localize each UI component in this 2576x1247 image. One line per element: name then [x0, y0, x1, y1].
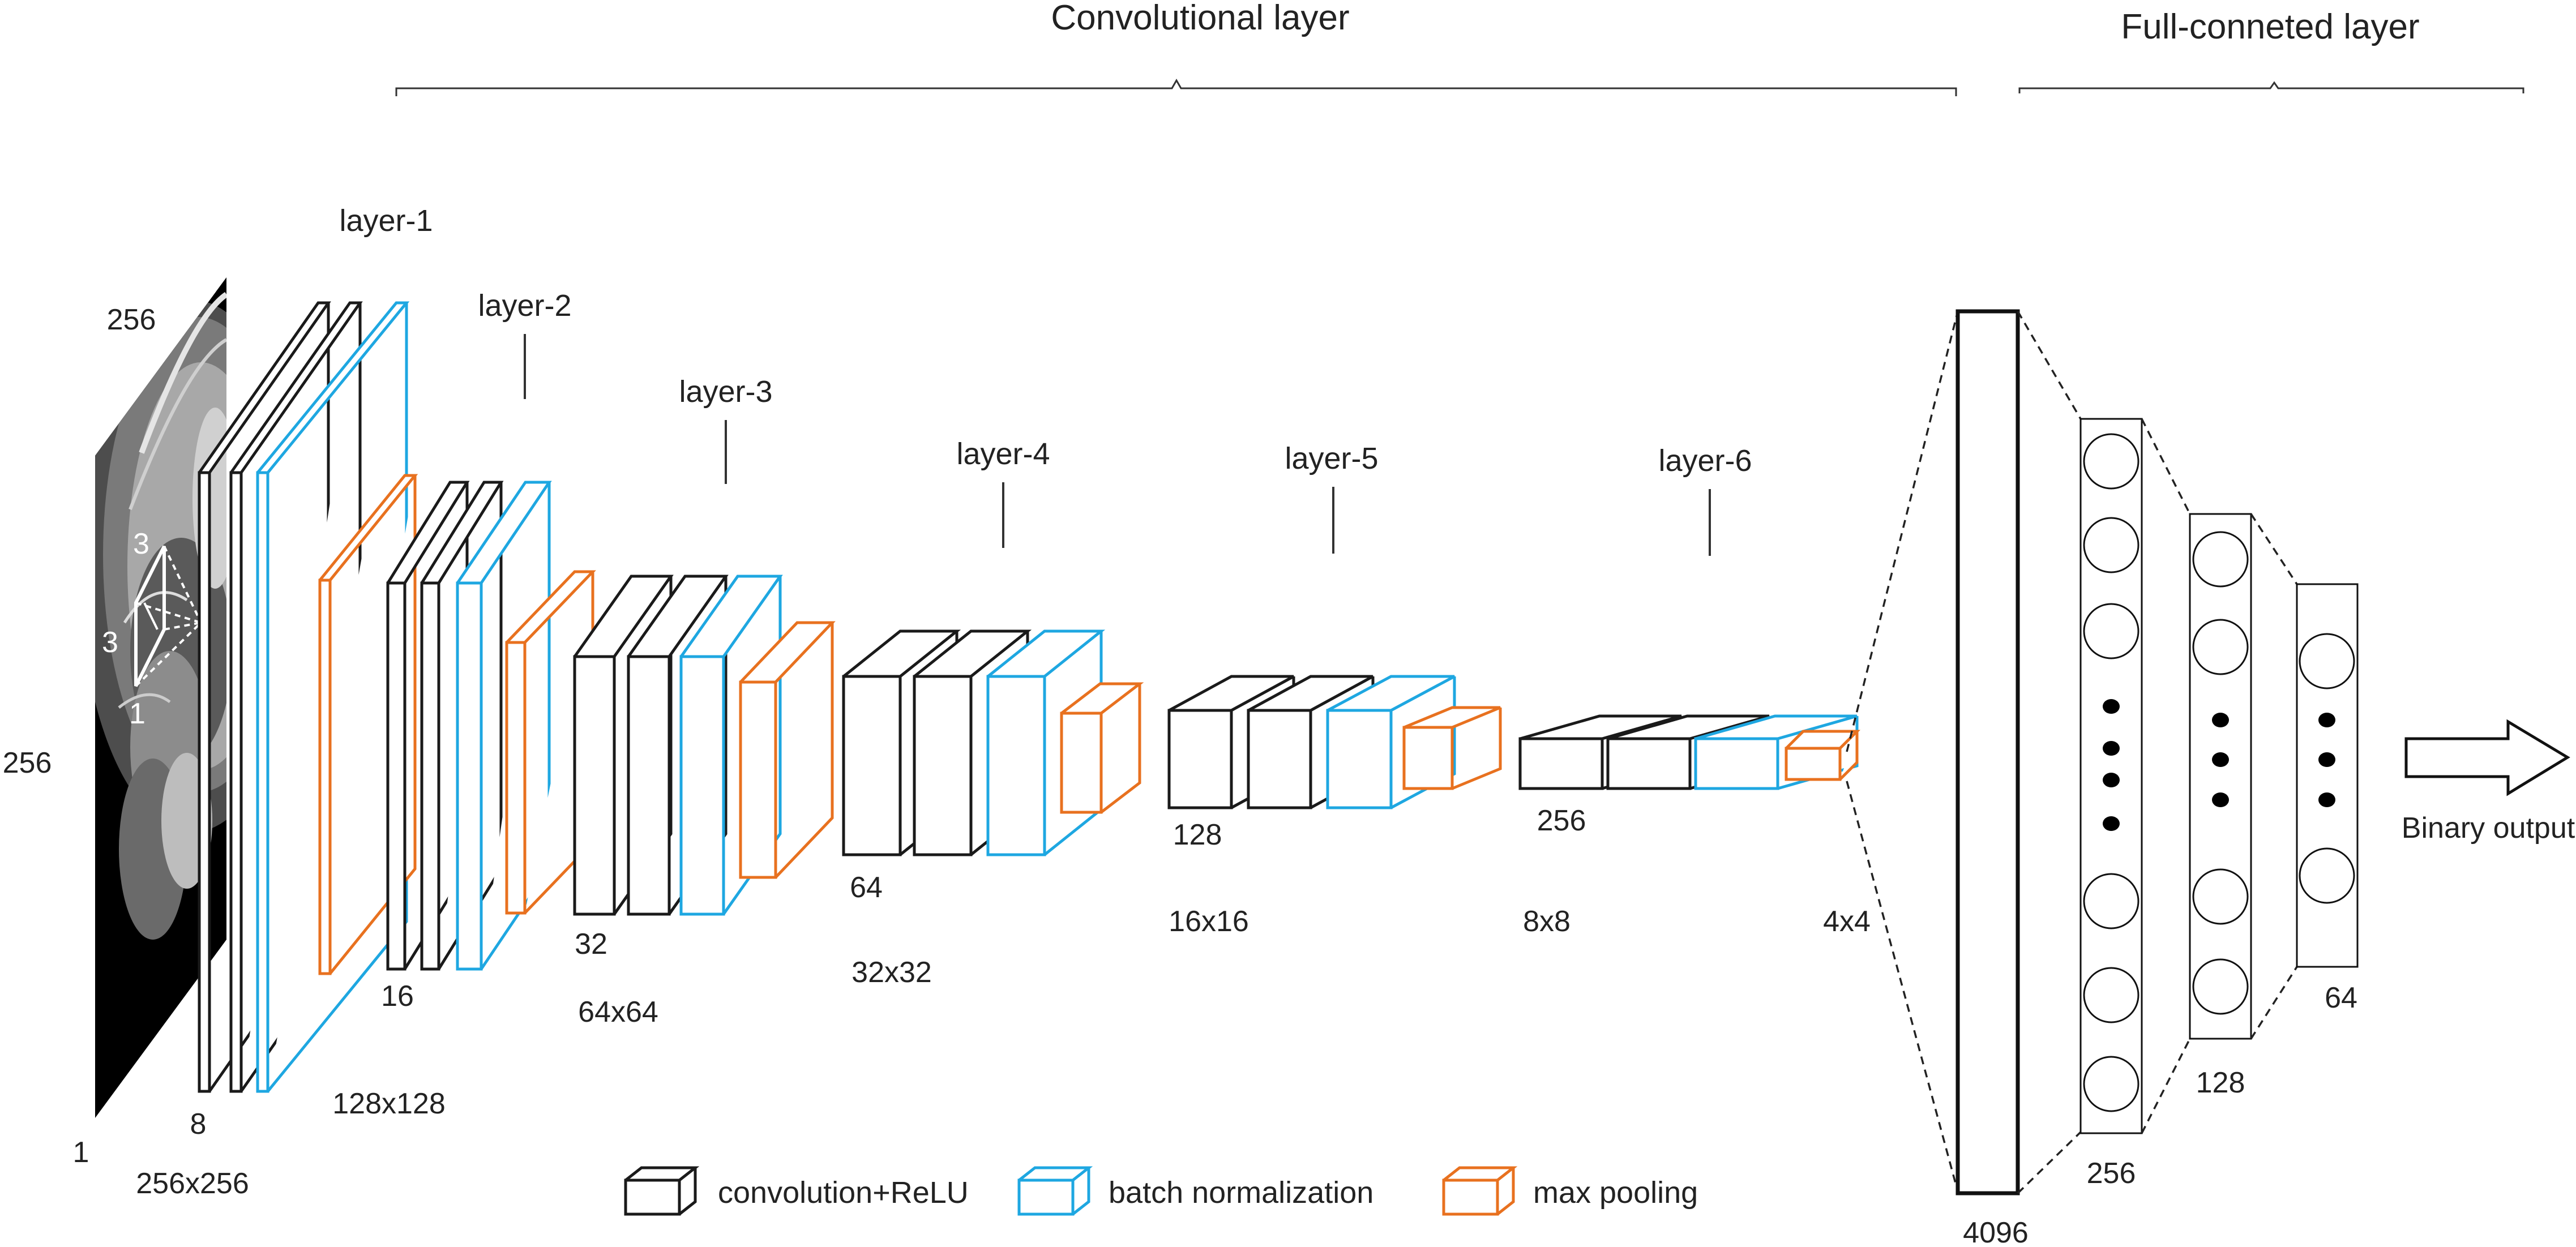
- pool-block: [1402, 706, 1502, 790]
- size-labels: 128x128 64x64 32x32 16x16 8x8 4x4: [332, 905, 1871, 1120]
- conv-brace: [395, 78, 1957, 96]
- layer-4-label: layer-4: [956, 437, 1050, 471]
- neuron: [2192, 619, 2249, 675]
- neuron: [2083, 1056, 2139, 1112]
- legend-bn-cube-icon: [1017, 1166, 1093, 1216]
- legend-icons: [624, 1166, 1518, 1216]
- layer-3-label: layer-3: [679, 375, 772, 409]
- input-size-label: 256x256: [136, 1167, 249, 1200]
- fc-heading: Full-conneted layer: [2121, 7, 2419, 46]
- fc-128-label: 128: [2196, 1066, 2245, 1099]
- neuron: [2299, 633, 2355, 689]
- neuron: [2192, 531, 2249, 588]
- channel-labels: 8 16 32 64 128 256: [190, 804, 1586, 1141]
- fc-128-neurons: [2192, 531, 2249, 1015]
- fc-256-neurons: [2083, 433, 2139, 1112]
- fc-64-ellipsis: [2318, 713, 2335, 807]
- fan-line-top: [1846, 311, 1959, 752]
- size-label-6: 4x4: [1823, 905, 1871, 938]
- channels-label-6: 256: [1537, 804, 1586, 837]
- channels-label-3: 32: [575, 928, 607, 961]
- conv-blocks: [198, 301, 1861, 1093]
- fc-256-ellipsis: [2103, 699, 2120, 831]
- fc-256-label: 256: [2087, 1157, 2136, 1190]
- input-width-label: 256: [107, 303, 156, 336]
- size-label-1: 128x128: [332, 1087, 446, 1120]
- neuron: [2192, 868, 2249, 925]
- fc-128-column: [2189, 513, 2252, 1040]
- pool-block: [1060, 682, 1144, 814]
- fan-line-bottom: [1846, 781, 1959, 1192]
- connector-256-128-bottom: [2141, 1038, 2191, 1134]
- channels-label-5: 128: [1173, 819, 1222, 851]
- neuron: [2083, 873, 2139, 929]
- neuron: [2083, 603, 2139, 659]
- neuron: [2083, 433, 2139, 490]
- fc-brace: [2018, 81, 2524, 93]
- kernel-width-label: 3: [102, 626, 118, 659]
- output-arrow: [2404, 719, 2570, 796]
- fc-128-ellipsis: [2212, 713, 2229, 807]
- fc-4096-label: 4096: [1963, 1216, 2029, 1247]
- neuron: [2299, 847, 2355, 904]
- input-channels-label: 1: [73, 1136, 89, 1169]
- legend-conv-cube-icon: [624, 1166, 700, 1216]
- legend-bn-label: batch normalization: [1109, 1176, 1373, 1210]
- channels-label-4: 64: [850, 871, 883, 904]
- connector-256-128-top: [2141, 418, 2191, 515]
- legend-pool-cube-icon: [1442, 1166, 1518, 1216]
- fc-4096-bar: [1955, 309, 2020, 1195]
- channels-label-2: 16: [381, 980, 414, 1013]
- fc-64-label: 64: [2325, 982, 2357, 1014]
- layer-5-label: layer-5: [1285, 442, 1378, 475]
- layer-1-label: layer-1: [339, 204, 433, 238]
- fc-layers: 4096 256 128 64 Binary output: [1846, 309, 2575, 1247]
- connector-128-64-top: [2250, 513, 2298, 585]
- size-label-3: 32x32: [851, 956, 932, 989]
- neuron: [2083, 517, 2139, 573]
- neuron: [2083, 967, 2139, 1023]
- legend: convolution+ReLU batch normalization max…: [624, 1166, 1698, 1216]
- pool-block: [1785, 730, 1861, 781]
- connector-4096-256-top: [2017, 311, 2082, 419]
- pool-block: [739, 621, 836, 879]
- kernel-height-label: 3: [133, 528, 149, 560]
- connector-4096-256-bottom: [2017, 1131, 2082, 1194]
- size-label-2: 64x64: [578, 996, 658, 1029]
- neuron: [2192, 958, 2249, 1015]
- conv-heading: Convolutional layer: [1051, 0, 1349, 37]
- legend-pool-label: max pooling: [1533, 1176, 1698, 1210]
- layer-2-label: layer-2: [478, 289, 571, 323]
- kernel-projection: [135, 546, 202, 687]
- connector-128-64-bottom: [2250, 966, 2298, 1039]
- channels-label-1: 8: [190, 1108, 207, 1141]
- fc-64-column: [2296, 583, 2359, 968]
- kernel-depth-label: 1: [129, 697, 146, 730]
- layer-6-label: layer-6: [1658, 444, 1752, 478]
- binary-output-label: Binary output: [2402, 812, 2575, 845]
- size-label-5: 8x8: [1523, 905, 1571, 938]
- input-height-label: 256: [3, 747, 52, 779]
- fc-64-neurons: [2299, 633, 2355, 904]
- size-label-4: 16x16: [1169, 905, 1249, 938]
- layer-labels: layer-1 layer-2 layer-3 layer-4 layer-5 …: [339, 204, 1752, 556]
- legend-conv-label: convolution+ReLU: [718, 1176, 969, 1210]
